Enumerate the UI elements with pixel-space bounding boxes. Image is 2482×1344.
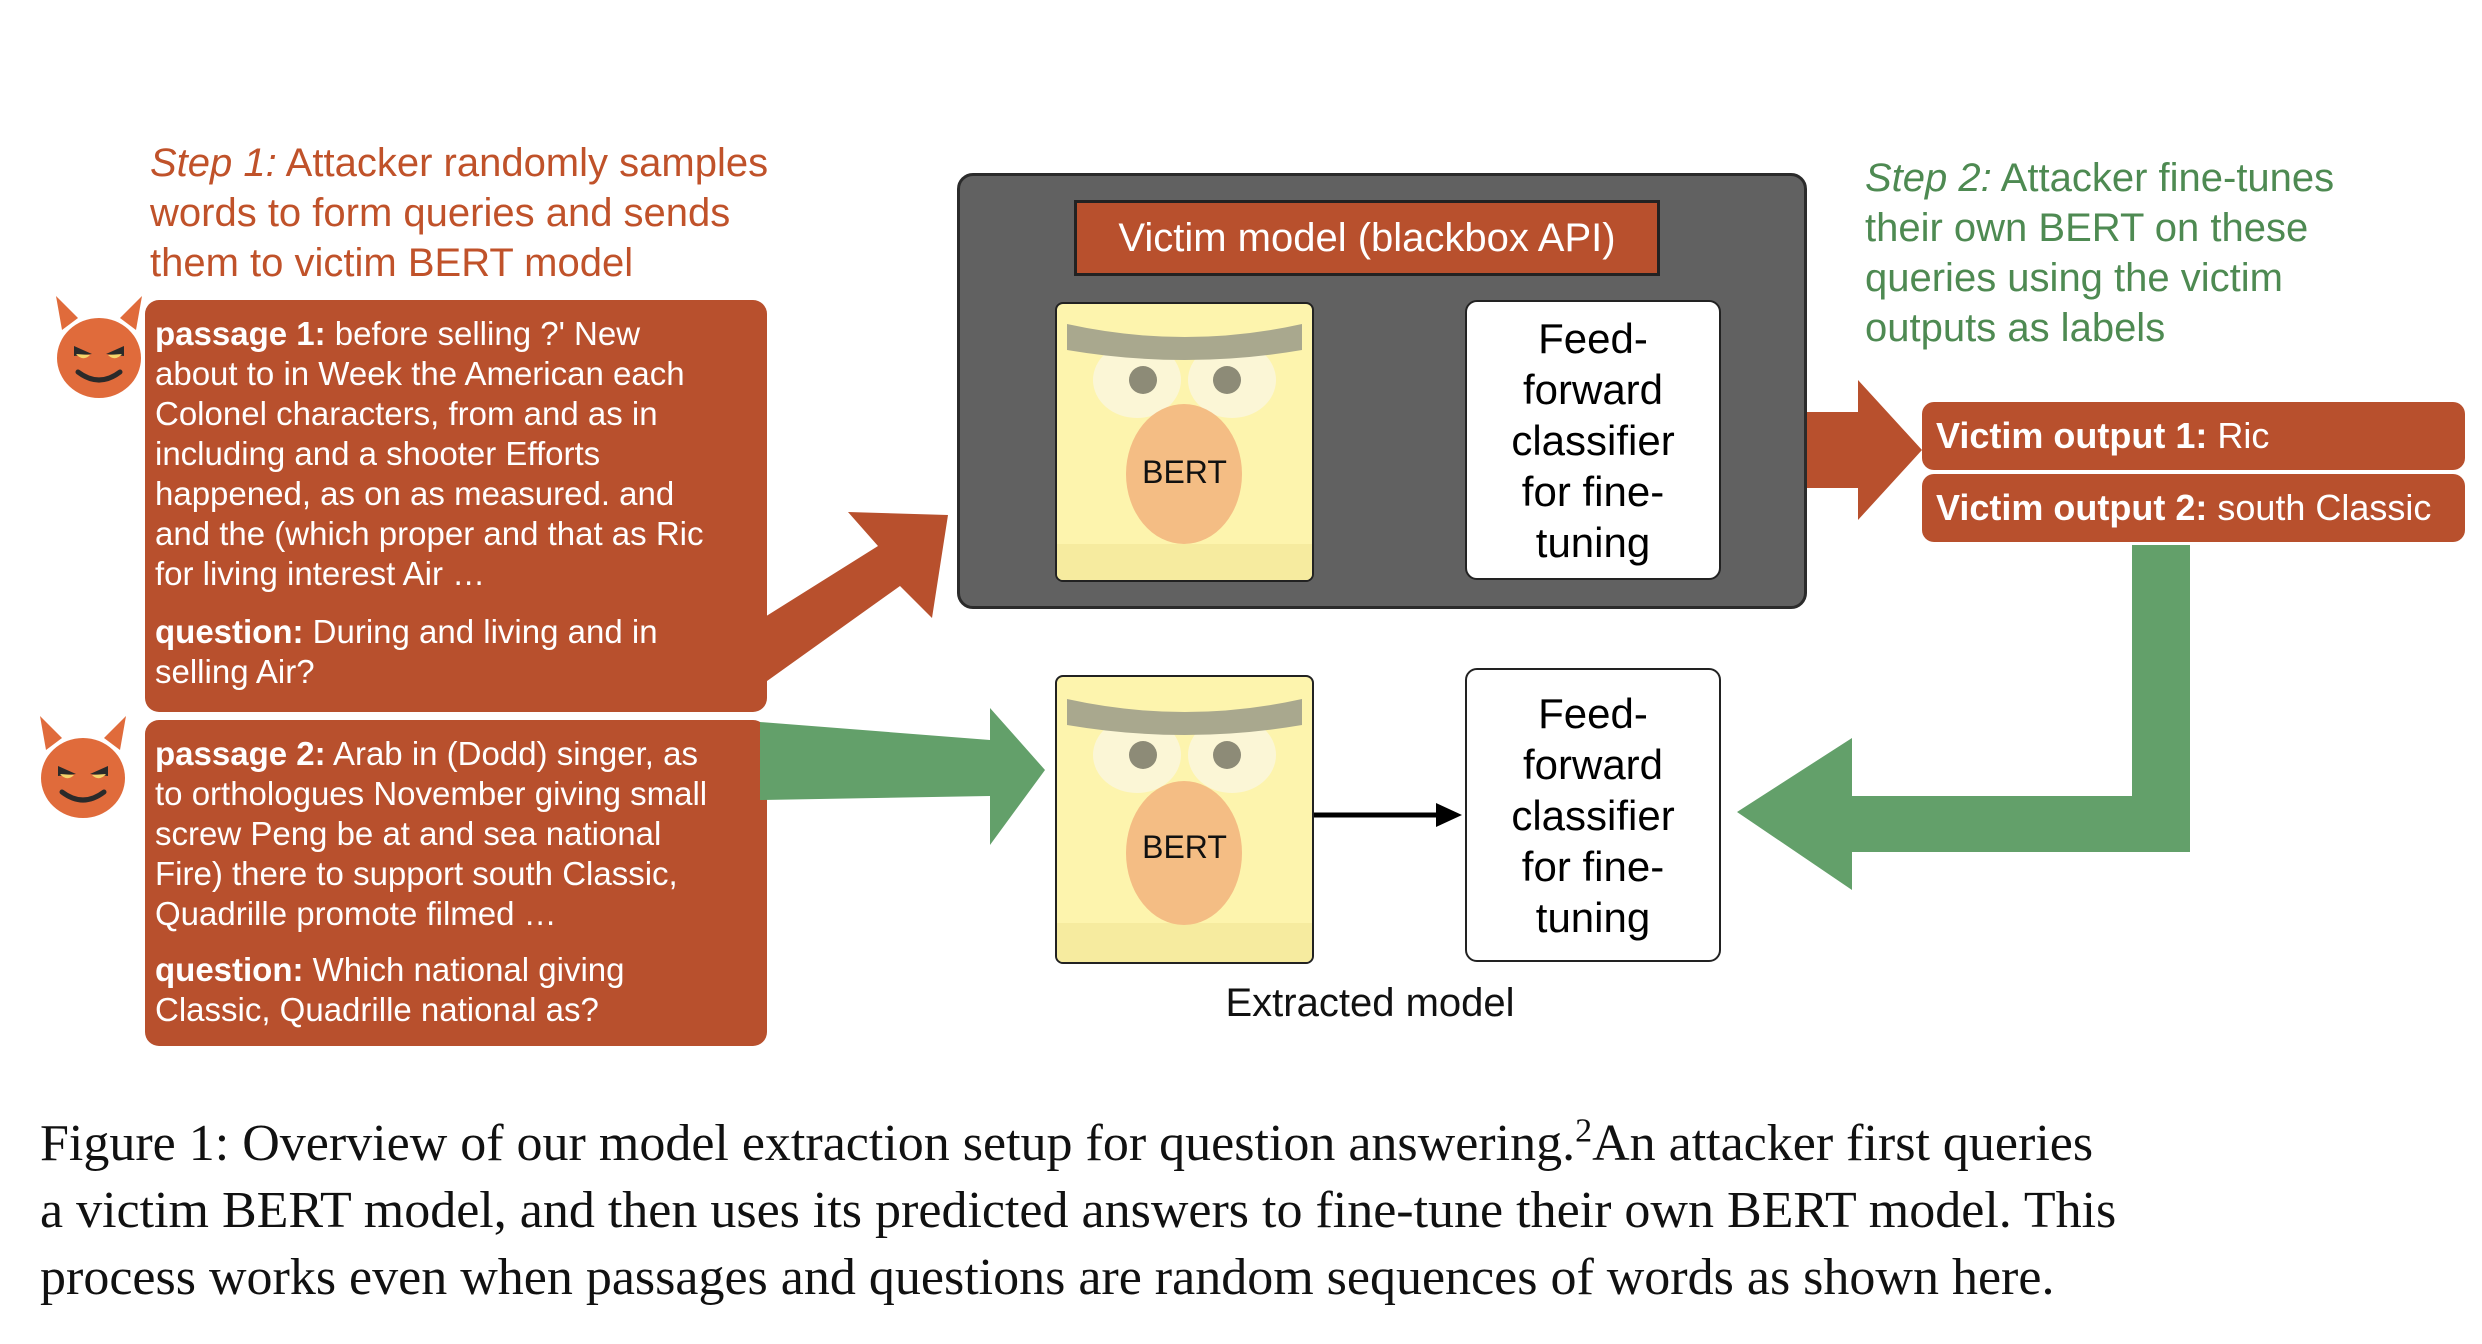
passage-2-line: Quadrille promote filmed … — [155, 895, 557, 932]
step1-text: Step 1: Attacker randomly samples words … — [150, 138, 910, 288]
extracted-bert-label: BERT — [1142, 829, 1227, 865]
classifier-line: tuning — [1535, 518, 1651, 566]
classifier-line: for fine- — [1521, 467, 1665, 515]
extracted-bert: BERT — [1055, 675, 1314, 964]
step2-line4: outputs as labels — [1865, 306, 2166, 350]
caption-part1: Figure 1: Overview of our model extracti… — [40, 1115, 1576, 1172]
bert-to-classifier-arrow — [1436, 803, 1462, 827]
passage-1-line: including and a shooter Efforts — [155, 435, 601, 472]
passage-1-label: passage 1: — [155, 315, 326, 352]
question-1-label: question: — [155, 613, 304, 650]
devil-icon — [40, 716, 126, 818]
step2-line1: Attacker fine-tunes — [1991, 156, 2335, 200]
classifier-line: tuning — [1535, 893, 1651, 941]
passage-2-line: Fire) there to support south Classic, — [155, 855, 678, 892]
passage-2-label: passage 2: — [155, 735, 326, 772]
classifier-line: classifier — [1511, 791, 1675, 839]
figure-caption: Figure 1: Overview of our model extracti… — [40, 1110, 2460, 1311]
step2-line2: their own BERT on these — [1865, 206, 2309, 250]
victim-to-output-arrow — [1800, 380, 1922, 520]
passage-1-line: happened, as on as measured. and — [155, 475, 675, 512]
classifier-line: forward — [1522, 365, 1664, 413]
output-to-extracted-arrow — [1737, 545, 2190, 890]
question-1-line: selling Air? — [155, 653, 315, 690]
classifier-line: for fine- — [1521, 842, 1665, 890]
victim-output-2-label: Victim output 2: — [1936, 487, 2208, 528]
step2-label: Step 2: — [1865, 156, 1992, 200]
passage-1-line: before selling ?' New — [325, 315, 641, 352]
victim-output-1-label: Victim output 1: — [1936, 415, 2208, 456]
victim-classifier: Feed- forward classifier for fine- tunin… — [1465, 300, 1721, 580]
victim-output-1: Victim output 1: Ric — [1922, 402, 2465, 470]
step1-line3: them to victim BERT model — [150, 241, 634, 285]
caption-line3: process works even when passages and que… — [40, 1249, 2055, 1306]
query-panel-2: passage 2: Arab in (Dodd) singer, as to … — [145, 720, 767, 1046]
classifier-line: forward — [1522, 740, 1664, 788]
extracted-model-label: Extracted model — [1225, 981, 1515, 1025]
query-to-extracted-arrow — [760, 708, 1045, 845]
classifier-line: Feed- — [1538, 689, 1648, 737]
victim-output-2: Victim output 2: south Classic — [1922, 474, 2465, 542]
victim-bert: BERT — [1055, 302, 1314, 582]
victim-model-title: Victim model (blackbox API) — [1074, 200, 1660, 276]
query-panel-1: passage 1: before selling ?' New about t… — [145, 300, 767, 712]
question-1-line: During and living and in — [303, 613, 658, 650]
victim-output-2-value: south Classic — [2207, 487, 2432, 528]
step1-line1: Attacker randomly samples — [276, 141, 769, 185]
question-2-line: Classic, Quadrille national as? — [155, 991, 599, 1028]
caption-footnote: 2 — [1575, 1112, 1593, 1150]
victim-bert-label: BERT — [1142, 454, 1227, 490]
caption-line2: a victim BERT model, and then uses its p… — [40, 1182, 2117, 1239]
caption-part2: An attacker first queries — [1592, 1115, 2094, 1172]
question-2-label: question: — [155, 951, 304, 988]
step1-line2: words to form queries and sends — [150, 191, 731, 235]
step2-text: Step 2: Attacker fine-tunes their own BE… — [1865, 153, 2465, 353]
classifier-line: classifier — [1511, 416, 1675, 464]
passage-1-line: for living interest Air … — [155, 555, 486, 592]
passage-2-line: screw Peng be at and sea national — [155, 815, 662, 852]
step1-label: Step 1: — [150, 141, 277, 185]
bert-muppet-icon — [1057, 699, 1312, 962]
passage-2-line: Arab in (Dodd) singer, as — [325, 735, 698, 772]
passage-2-line: to orthologues November giving small — [155, 775, 708, 812]
victim-output-1-value: Ric — [2207, 415, 2270, 456]
query-to-victim-arrow — [760, 512, 948, 686]
passage-1-line: and the (which proper and that as Ric — [155, 515, 704, 552]
question-2-line: Which national giving — [303, 951, 625, 988]
step2-line3: queries using the victim — [1865, 256, 2283, 300]
bert-muppet-icon — [1057, 324, 1312, 580]
extracted-classifier: Feed- forward classifier for fine- tunin… — [1465, 668, 1721, 962]
devil-icon — [56, 296, 142, 398]
passage-1-line: Colonel characters, from and as in — [155, 395, 658, 432]
classifier-line: Feed- — [1538, 314, 1648, 362]
passage-1-line: about to in Week the American each — [155, 355, 685, 392]
